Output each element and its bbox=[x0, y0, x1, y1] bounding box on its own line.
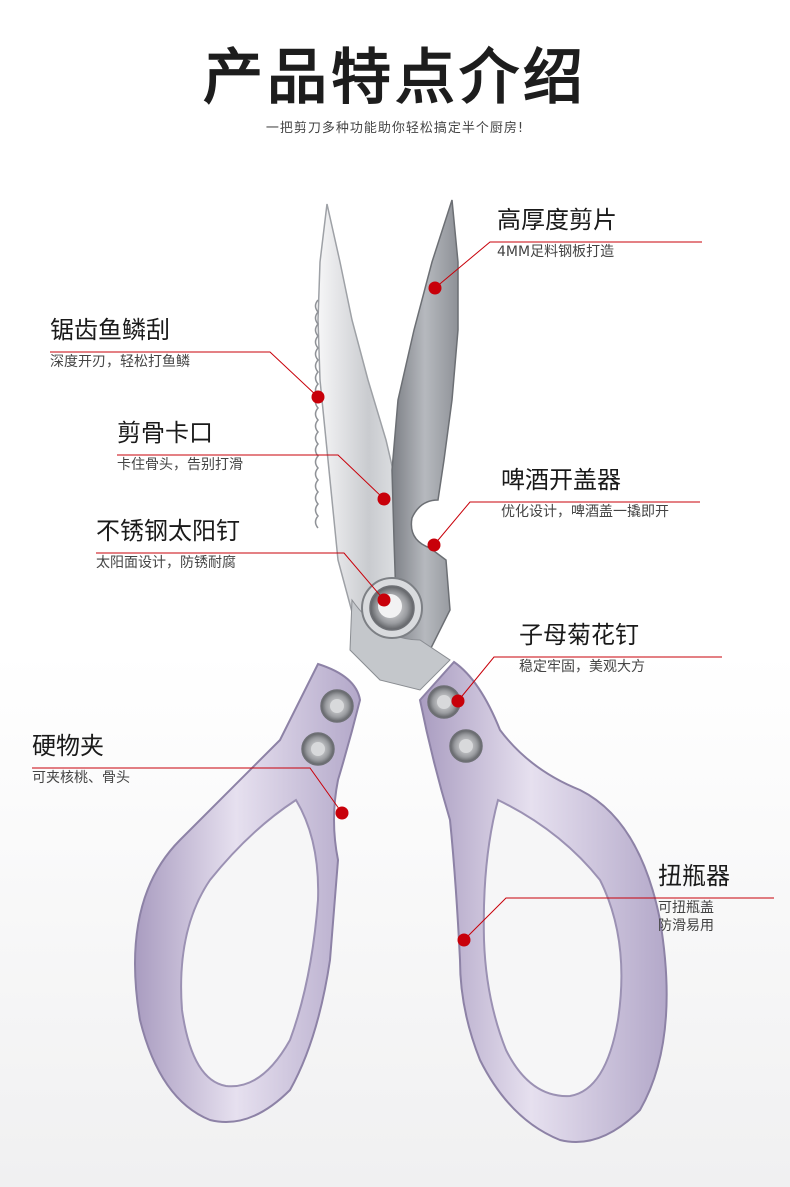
marker-dot-icon bbox=[451, 694, 465, 708]
feature-desc: 4MM足料钢板打造 bbox=[497, 244, 615, 260]
feature-desc: 防滑易用 bbox=[658, 918, 714, 934]
feature-title: 硬物夹 bbox=[32, 732, 104, 760]
page-subtitle: 一把剪刀多种功能助你轻松搞定半个厨房! bbox=[265, 121, 525, 136]
callout-line-serrated-scaler bbox=[50, 351, 319, 398]
feature-title: 锯齿鱼鳞刮 bbox=[50, 316, 170, 344]
feature-chrysanthemum-rivet: 子母菊花钉 稳定牢固，美观大方 bbox=[519, 620, 645, 676]
marker-dot-icon bbox=[377, 593, 391, 607]
feature-bottle-opener: 啤酒开盖器 优化设计，啤酒盖一撬即开 bbox=[501, 465, 669, 521]
feature-title: 剪骨卡口 bbox=[117, 419, 213, 447]
marker-dot-icon bbox=[427, 538, 441, 552]
feature-title: 高厚度剪片 bbox=[497, 206, 617, 234]
page-title: 产品特点介绍 bbox=[203, 43, 587, 113]
right-handle bbox=[418, 660, 668, 1143]
feature-desc: 可夹核桃、骨头 bbox=[32, 770, 130, 786]
callout-line-bone-notch bbox=[117, 454, 385, 500]
callout-line-hard-clamp bbox=[32, 767, 343, 814]
feature-title: 不锈钢太阳钉 bbox=[96, 517, 240, 545]
feature-desc: 深度开刃，轻松打鱼鳞 bbox=[50, 354, 190, 370]
feature-hard-clamp: 硬物夹 可夹核桃、骨头 bbox=[32, 731, 130, 787]
feature-desc: 可扭瓶盖 bbox=[658, 900, 714, 916]
marker-dot-icon bbox=[335, 806, 349, 820]
feature-desc: 优化设计，啤酒盖一撬即开 bbox=[501, 504, 669, 520]
feature-desc: 太阳面设计，防锈耐腐 bbox=[96, 555, 236, 571]
feature-serrated-scaler: 锯齿鱼鳞刮 深度开刃，轻松打鱼鳞 bbox=[50, 315, 190, 371]
callout-markers bbox=[311, 281, 471, 947]
callout-line-bottle-opener bbox=[433, 501, 700, 546]
marker-dot-icon bbox=[457, 933, 471, 947]
callout-line-jar-twister bbox=[463, 897, 774, 941]
left-handle bbox=[134, 662, 362, 1123]
marker-dot-icon bbox=[377, 492, 391, 506]
marker-dot-icon bbox=[428, 281, 442, 295]
callout-line-thick-blade bbox=[434, 241, 702, 289]
feature-title: 扭瓶器 bbox=[658, 862, 730, 890]
feature-title: 啤酒开盖器 bbox=[501, 466, 621, 494]
callout-lines bbox=[32, 241, 774, 941]
feature-bone-notch: 剪骨卡口 卡住骨头，告别打滑 bbox=[117, 418, 243, 474]
feature-sun-rivet: 不锈钢太阳钉 太阳面设计，防锈耐腐 bbox=[96, 516, 240, 572]
feature-desc: 稳定牢固，美观大方 bbox=[519, 659, 645, 675]
feature-thick-blade: 高厚度剪片 4MM足料钢板打造 bbox=[497, 205, 617, 261]
feature-desc: 卡住骨头，告别打滑 bbox=[117, 457, 243, 473]
feature-jar-twister: 扭瓶器 可扭瓶盖 防滑易用 bbox=[658, 861, 730, 935]
callout-line-chrysanthemum-rivet bbox=[457, 656, 722, 702]
marker-dot-icon bbox=[311, 390, 325, 404]
chrysanthemum-rivet-icon bbox=[301, 685, 483, 766]
callout-line-sun-rivet bbox=[96, 552, 385, 601]
sun-rivet-icon bbox=[361, 577, 423, 639]
feature-title: 子母菊花钉 bbox=[519, 621, 639, 649]
